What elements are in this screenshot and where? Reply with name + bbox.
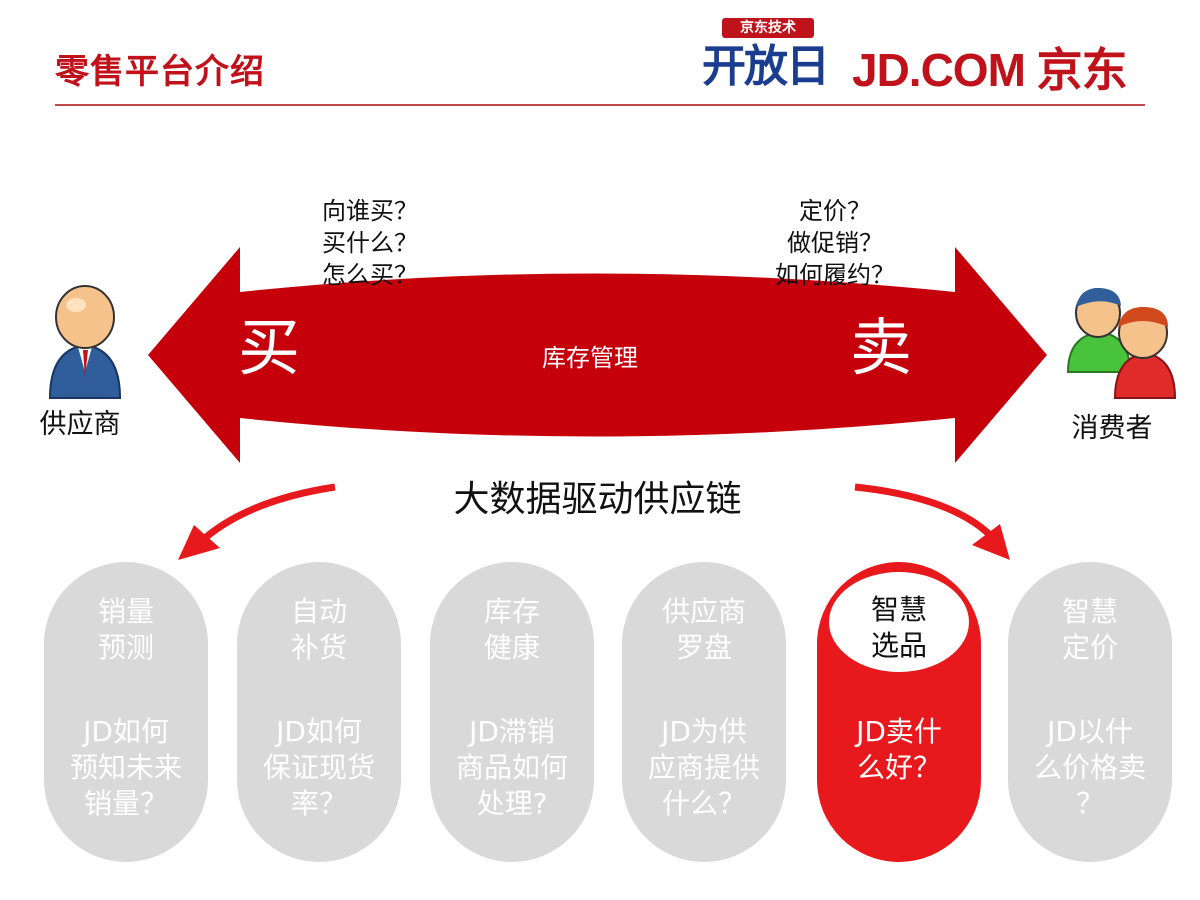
- capability-question-line: JD滞销: [469, 715, 555, 748]
- capability-question-line: 么好？: [856, 751, 941, 784]
- capability-question-line: 处理?: [476, 787, 548, 820]
- left-curved-arrow: [202, 483, 336, 541]
- supplier-label: 供应商: [39, 409, 121, 440]
- capability-title-line: 供应商: [661, 595, 746, 628]
- capability-pill: 自动补货 JD如何保证现货率？: [237, 562, 401, 862]
- capability-title: 销量预测: [44, 594, 208, 666]
- capability-title-line: 预测: [97, 631, 154, 664]
- right-curved-arrow: [854, 483, 993, 538]
- capability-question-line: 率？: [290, 787, 347, 820]
- inventory-label: 库存管理: [542, 344, 638, 372]
- capability-question: JD为供应商提供什么？: [622, 714, 786, 822]
- capability-question: JD如何预知未来销量？: [44, 714, 208, 822]
- capability-title: 自动补货: [237, 594, 401, 666]
- capability-pill: 销量预测 JD如何预知未来销量？: [44, 562, 208, 862]
- open-day-logo-bottom: 开放日: [702, 41, 830, 92]
- sell-question: 定价？: [799, 197, 871, 225]
- double-arrow: [148, 247, 1047, 463]
- businessman-icon: [48, 285, 122, 399]
- capability-question-line: JD卖什: [856, 715, 942, 748]
- capability-question: JD如何保证现货率？: [237, 714, 401, 822]
- buy-label: 买: [238, 311, 301, 384]
- capability-title: 供应商罗盘: [622, 594, 786, 666]
- capability-question-line: JD如何: [83, 715, 169, 748]
- right-curved-arrowhead: [972, 524, 1010, 560]
- capability-title-line: 库存: [483, 595, 540, 628]
- capability-question: JD以什么价格卖？: [1008, 714, 1172, 822]
- sell-questions: 定价？ 做促销？ 如何履约？: [760, 195, 910, 291]
- users-icon: [1066, 287, 1177, 399]
- highlight-circle: [829, 572, 969, 672]
- capability-title-line: 罗盘: [675, 631, 732, 664]
- capability-title-line: 销量: [97, 595, 154, 628]
- buy-question: 向谁买？: [322, 197, 418, 225]
- capability-question-line: JD为供: [661, 715, 747, 748]
- capability-question-line: 么价格卖: [1033, 751, 1146, 784]
- capability-question-line: 商品如何: [455, 751, 568, 784]
- bigdata-label: 大数据驱动供应链: [453, 479, 742, 520]
- capability-question: JD滞销商品如何处理?: [430, 714, 594, 822]
- capability-question-line: JD如何: [276, 715, 362, 748]
- capability-title-line: 选品: [870, 629, 927, 662]
- capability-title-line: 补货: [290, 631, 347, 664]
- capability-pill: 智慧选品 JD卖什么好？: [817, 562, 981, 862]
- buy-questions: 向谁买？ 买什么？ 怎么买？: [300, 195, 440, 291]
- consumer-label: 消费者: [1071, 413, 1153, 444]
- capability-question-line: 预知未来: [69, 751, 182, 784]
- capability-title-line: 智慧: [1061, 595, 1118, 628]
- capability-pill: 供应商罗盘 JD为供应商提供什么？: [622, 562, 786, 862]
- capability-title: 智慧定价: [1008, 594, 1172, 666]
- jd-logo: JD.COM 京东: [852, 44, 1128, 96]
- buy-question: 买什么？: [322, 229, 418, 257]
- capability-question-line: 什么？: [661, 787, 746, 820]
- capability-title-line: 自动: [290, 595, 347, 628]
- left-curved-arrowhead: [178, 525, 220, 560]
- capability-title-line: 智慧: [870, 593, 927, 626]
- capability-question-line: JD以什: [1047, 715, 1133, 748]
- sell-question: 如何履约？: [775, 261, 895, 289]
- logo-area: 京东技术 开放日 JD.COM 京东: [700, 16, 1150, 96]
- open-day-logo-top: 京东技术: [722, 18, 814, 38]
- capability-title: 智慧选品: [817, 592, 981, 664]
- capability-pill: 库存健康 JD滞销商品如何处理?: [430, 562, 594, 862]
- sell-question: 做促销？: [787, 229, 883, 257]
- open-day-logo: 京东技术 开放日: [700, 16, 830, 96]
- capability-title: 库存健康: [430, 594, 594, 666]
- capability-question-line: 保证现货: [262, 751, 375, 784]
- header-divider: [55, 104, 1145, 106]
- capability-question: JD卖什么好？: [817, 714, 981, 786]
- page-title: 零售平台介绍: [55, 52, 265, 92]
- capability-title-line: 定价: [1061, 631, 1118, 664]
- buy-question: 怎么买？: [322, 261, 418, 289]
- capability-question-line: 应商提供: [647, 751, 760, 784]
- capability-title-line: 健康: [483, 631, 540, 664]
- capability-pill: 智慧定价 JD以什么价格卖？: [1008, 562, 1172, 862]
- capability-question-line: 销量？: [83, 787, 168, 820]
- sell-label: 卖: [850, 311, 913, 384]
- capability-question-line: ？: [1075, 787, 1104, 820]
